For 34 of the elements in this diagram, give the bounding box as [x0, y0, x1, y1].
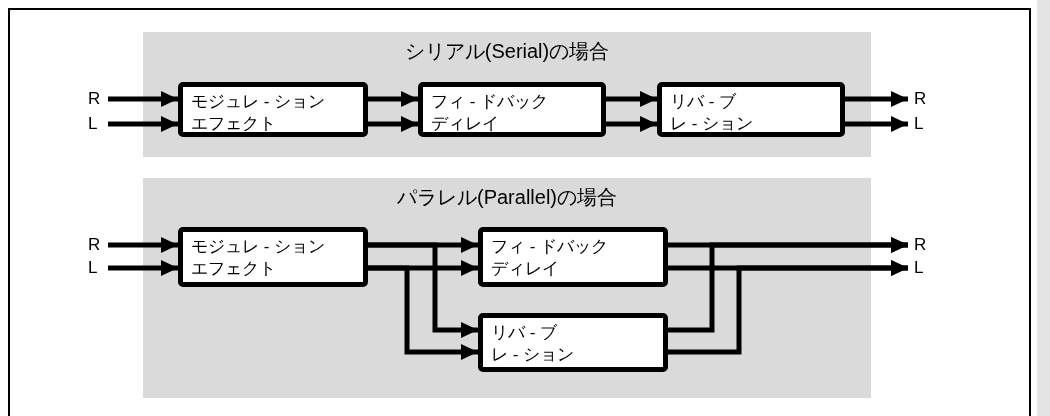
- signal-arrow: [108, 116, 178, 132]
- box-label: フィ - ドバックディレイ: [431, 91, 550, 135]
- process-box: [178, 82, 368, 137]
- group-panel: [143, 178, 871, 398]
- process-box: [657, 82, 845, 137]
- process-box: [478, 227, 668, 287]
- channel-label: L: [914, 114, 924, 134]
- signal-arrow: [108, 260, 178, 276]
- signal-arrow: [845, 116, 908, 132]
- signal-arrow: [668, 260, 908, 355]
- channel-label: R: [914, 235, 927, 255]
- signal-arrow: [368, 91, 418, 107]
- channel-label: L: [914, 258, 924, 278]
- signal-arrow: [668, 237, 908, 333]
- group-panel: [143, 32, 871, 157]
- signal-arrow: [845, 91, 908, 107]
- signal-arrow: [606, 91, 657, 107]
- signal-arrow: [368, 265, 478, 360]
- box-label: フィ - ドバックディレイ: [491, 236, 610, 280]
- signal-arrow: [368, 242, 478, 338]
- signal-arrow: [606, 116, 657, 132]
- signal-arrow: [108, 91, 178, 107]
- channel-label: L: [88, 258, 98, 278]
- channel-label: R: [88, 89, 101, 109]
- process-box: [178, 227, 368, 287]
- panel-title: パラレル(Parallel)の場合: [396, 185, 618, 210]
- signal-arrow: [108, 237, 178, 253]
- channel-label: R: [914, 89, 927, 109]
- signal-arrow: [368, 116, 418, 132]
- channel-label: R: [88, 235, 101, 255]
- panel-title: シリアル(Serial)の場合: [403, 39, 611, 64]
- process-box: [478, 313, 668, 372]
- process-box: [418, 82, 606, 137]
- channel-label: L: [88, 114, 98, 134]
